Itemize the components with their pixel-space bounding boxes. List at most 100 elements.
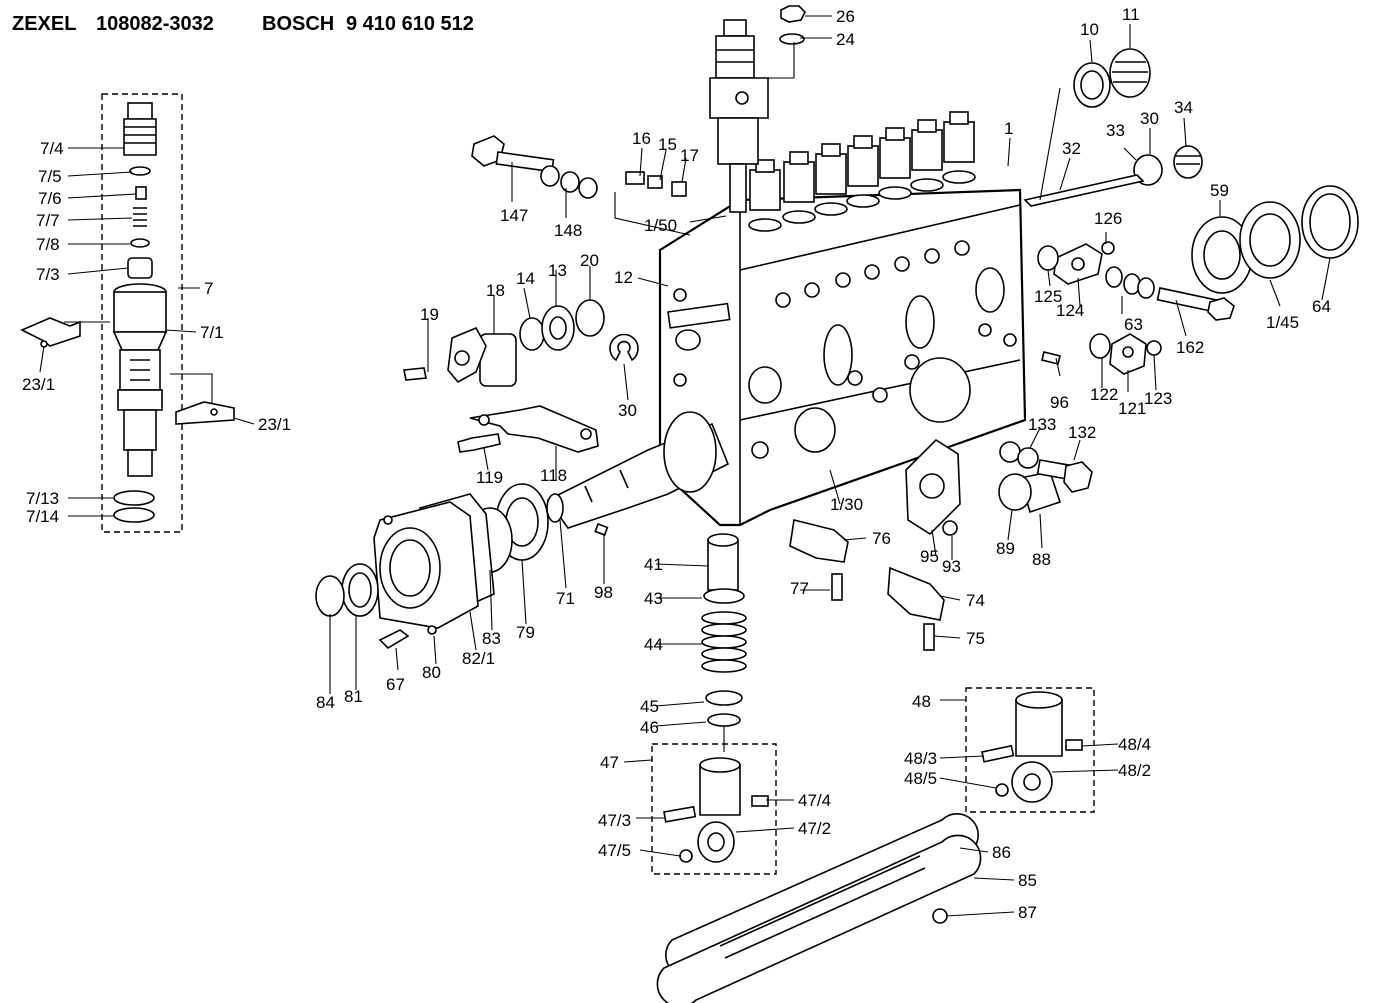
label-88: 88 xyxy=(1032,550,1051,569)
label-75: 75 xyxy=(966,629,985,648)
label-123: 123 xyxy=(1144,389,1172,408)
label-89: 89 xyxy=(996,539,1015,558)
label-162: 162 xyxy=(1176,338,1204,357)
label-81: 81 xyxy=(344,687,363,706)
label-83: 83 xyxy=(482,629,501,648)
label-74: 74 xyxy=(966,591,985,610)
label-7-8: 7/8 xyxy=(36,235,60,254)
label-34: 34 xyxy=(1174,98,1193,117)
label-48-3: 48/3 xyxy=(904,749,937,768)
label-23-1-left: 23/1 xyxy=(22,375,55,394)
label-96: 96 xyxy=(1050,393,1069,412)
label-118: 118 xyxy=(540,466,567,485)
label-7: 7 xyxy=(204,279,213,298)
label-95: 95 xyxy=(920,547,939,566)
label-148: 148 xyxy=(554,221,582,240)
brand-zexel: ZEXEL xyxy=(12,13,76,35)
label-7-14: 7/14 xyxy=(26,507,59,526)
label-1-50: 1/50 xyxy=(644,216,677,235)
label-24: 24 xyxy=(836,30,855,49)
label-47-3: 47/3 xyxy=(598,811,631,830)
label-85: 85 xyxy=(1018,871,1037,890)
label-119: 119 xyxy=(476,468,503,487)
label-47-2: 47/2 xyxy=(798,819,831,838)
label-87: 87 xyxy=(1018,903,1037,922)
label-13: 13 xyxy=(548,261,567,280)
label-98: 98 xyxy=(594,583,613,602)
delivery-valve-holders xyxy=(748,111,976,232)
label-17: 17 xyxy=(680,146,699,165)
label-32: 32 xyxy=(1062,139,1081,158)
label-15: 15 xyxy=(658,135,677,154)
exploded-holder xyxy=(709,5,806,213)
label-23-1-right: 23/1 xyxy=(258,415,291,434)
label-122: 122 xyxy=(1090,385,1118,404)
label-12: 12 xyxy=(614,268,633,287)
part-number-zexel: 108082-3032 xyxy=(96,13,214,35)
right-parts xyxy=(1023,48,1359,375)
label-1-30: 1/30 xyxy=(830,495,863,514)
label-7-1: 7/1 xyxy=(200,323,224,342)
label-19: 19 xyxy=(420,305,439,324)
label-41: 41 xyxy=(644,555,663,574)
label-10: 10 xyxy=(1080,20,1099,39)
label-80: 80 xyxy=(422,663,441,682)
label-30-top: 30 xyxy=(1140,109,1159,128)
governor-side-parts xyxy=(403,299,731,387)
delivery-valve-group xyxy=(20,93,235,533)
label-48-5: 48/5 xyxy=(904,769,937,788)
base-plate xyxy=(656,813,982,1003)
part-number-bosch: 9 410 610 512 xyxy=(346,13,474,35)
label-64: 64 xyxy=(1312,297,1331,316)
label-67: 67 xyxy=(386,675,405,694)
label-7-5: 7/5 xyxy=(38,167,62,186)
label-7-6: 7/6 xyxy=(38,189,62,208)
tappet-stack xyxy=(651,533,1095,875)
label-43: 43 xyxy=(644,589,663,608)
label-14: 14 xyxy=(516,269,535,288)
label-84: 84 xyxy=(316,693,335,712)
label-47: 47 xyxy=(600,753,619,772)
part-labels: 26 24 10 11 1 33 30 34 32 59 16 15 17 14… xyxy=(22,5,1331,922)
label-76: 76 xyxy=(872,529,891,548)
label-30-left: 30 xyxy=(618,401,637,420)
label-7-7: 7/7 xyxy=(36,211,60,230)
label-79: 79 xyxy=(516,623,535,642)
label-82-1: 82/1 xyxy=(462,649,495,668)
label-1: 1 xyxy=(1004,119,1013,138)
label-46: 46 xyxy=(640,718,659,737)
label-16: 16 xyxy=(632,129,651,148)
label-147: 147 xyxy=(500,206,528,225)
label-45: 45 xyxy=(640,697,659,716)
leader-lines xyxy=(39,15,1331,917)
label-124: 124 xyxy=(1056,301,1084,320)
brand-bosch: BOSCH xyxy=(262,13,334,35)
label-133: 133 xyxy=(1028,415,1056,434)
label-26: 26 xyxy=(836,7,855,26)
label-86: 86 xyxy=(992,843,1011,862)
label-44: 44 xyxy=(644,635,663,654)
label-132: 132 xyxy=(1068,423,1096,442)
label-11: 11 xyxy=(1122,5,1140,24)
pump-housing xyxy=(658,188,1027,527)
camshaft xyxy=(546,411,730,529)
label-77: 77 xyxy=(790,579,809,598)
label-125: 125 xyxy=(1034,287,1062,306)
banjo-parts xyxy=(471,135,691,236)
side-covers xyxy=(905,438,1093,536)
lever-bracket xyxy=(457,405,599,453)
label-121: 121 xyxy=(1118,399,1146,418)
label-33: 33 xyxy=(1106,121,1125,140)
label-71: 71 xyxy=(556,589,575,608)
bearing-caps xyxy=(789,519,945,651)
label-1-45: 1/45 xyxy=(1266,313,1299,332)
label-126: 126 xyxy=(1094,209,1122,228)
label-7-4: 7/4 xyxy=(40,139,64,158)
label-7-3: 7/3 xyxy=(36,265,60,284)
label-20: 20 xyxy=(580,251,599,270)
label-48-2: 48/2 xyxy=(1118,761,1151,780)
drive-end-parts xyxy=(315,483,609,650)
label-47-5: 47/5 xyxy=(598,841,631,860)
label-93: 93 xyxy=(942,557,961,576)
